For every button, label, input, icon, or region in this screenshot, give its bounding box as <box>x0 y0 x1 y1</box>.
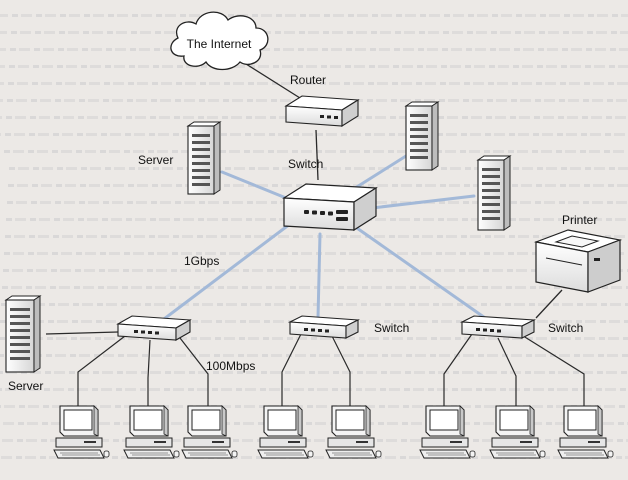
drop-link <box>519 333 585 408</box>
server-left-label: Server <box>8 379 43 393</box>
desktop-computer-icon <box>489 405 546 459</box>
server-tower-icon <box>4 295 42 373</box>
server-tower-icon <box>404 101 440 171</box>
link-switch-mid <box>316 232 322 320</box>
desktop-computer-icon <box>181 405 238 459</box>
drop-link <box>497 337 517 408</box>
router-icon <box>284 95 360 127</box>
router-label: Router <box>290 73 326 87</box>
link-switch-printer <box>535 289 563 319</box>
switch-left <box>116 315 192 341</box>
link-switch-server-right-b <box>370 194 476 210</box>
drop-link <box>147 339 151 408</box>
desktop-computer-icon <box>123 405 180 459</box>
router: Router <box>284 73 360 127</box>
workstations <box>53 405 614 459</box>
printer-icon <box>533 229 623 293</box>
link-switch-left <box>158 222 292 324</box>
drop-link <box>77 335 126 408</box>
link-router-switch <box>315 129 319 181</box>
switch-icon <box>116 315 192 341</box>
server-tower-icon <box>476 155 512 231</box>
link-internet-router <box>245 63 301 99</box>
printer-label: Printer <box>562 213 597 227</box>
link-switch-server-right-a <box>350 154 408 192</box>
server-left: Server <box>4 295 43 393</box>
switch-middle: Switch <box>287 315 409 339</box>
switch-main-label: Switch <box>288 157 323 171</box>
switch-main: Switch <box>282 157 378 232</box>
desktop-computer-icon <box>325 405 382 459</box>
link-switch-right <box>352 224 490 322</box>
drop-link <box>329 331 351 408</box>
switch-icon <box>282 183 378 232</box>
server-right-a <box>404 101 440 171</box>
internet-label: The Internet <box>187 37 252 51</box>
printer: Printer <box>533 213 623 293</box>
switch-icon <box>459 315 537 339</box>
server-top-left: Server <box>138 121 222 195</box>
server-right-b <box>476 155 512 231</box>
link-server-left-switch <box>45 331 119 335</box>
backbone-speed-label: 1Gbps <box>184 254 219 268</box>
desktop-computer-icon <box>53 405 110 459</box>
cloud-icon <box>170 11 269 71</box>
access-links <box>77 331 585 408</box>
server-tower-icon <box>186 121 222 195</box>
switch-right: Switch <box>459 315 583 339</box>
drop-link <box>179 337 209 408</box>
switch-right-label: Switch <box>548 321 583 335</box>
internet-cloud: The Internet <box>170 11 269 71</box>
backbone-links <box>158 154 490 324</box>
link-switch-server-top <box>220 170 288 200</box>
access-speed-label: 100Mbps <box>206 359 255 373</box>
switch-middle-label: Switch <box>374 321 409 335</box>
desktop-computer-icon <box>419 405 476 459</box>
switch-icon <box>287 315 361 339</box>
desktop-computer-icon <box>557 405 614 459</box>
drop-link <box>443 333 473 408</box>
server-top-label: Server <box>138 153 173 167</box>
network-links <box>45 63 585 408</box>
drop-link <box>281 331 303 408</box>
desktop-computer-icon <box>257 405 314 459</box>
